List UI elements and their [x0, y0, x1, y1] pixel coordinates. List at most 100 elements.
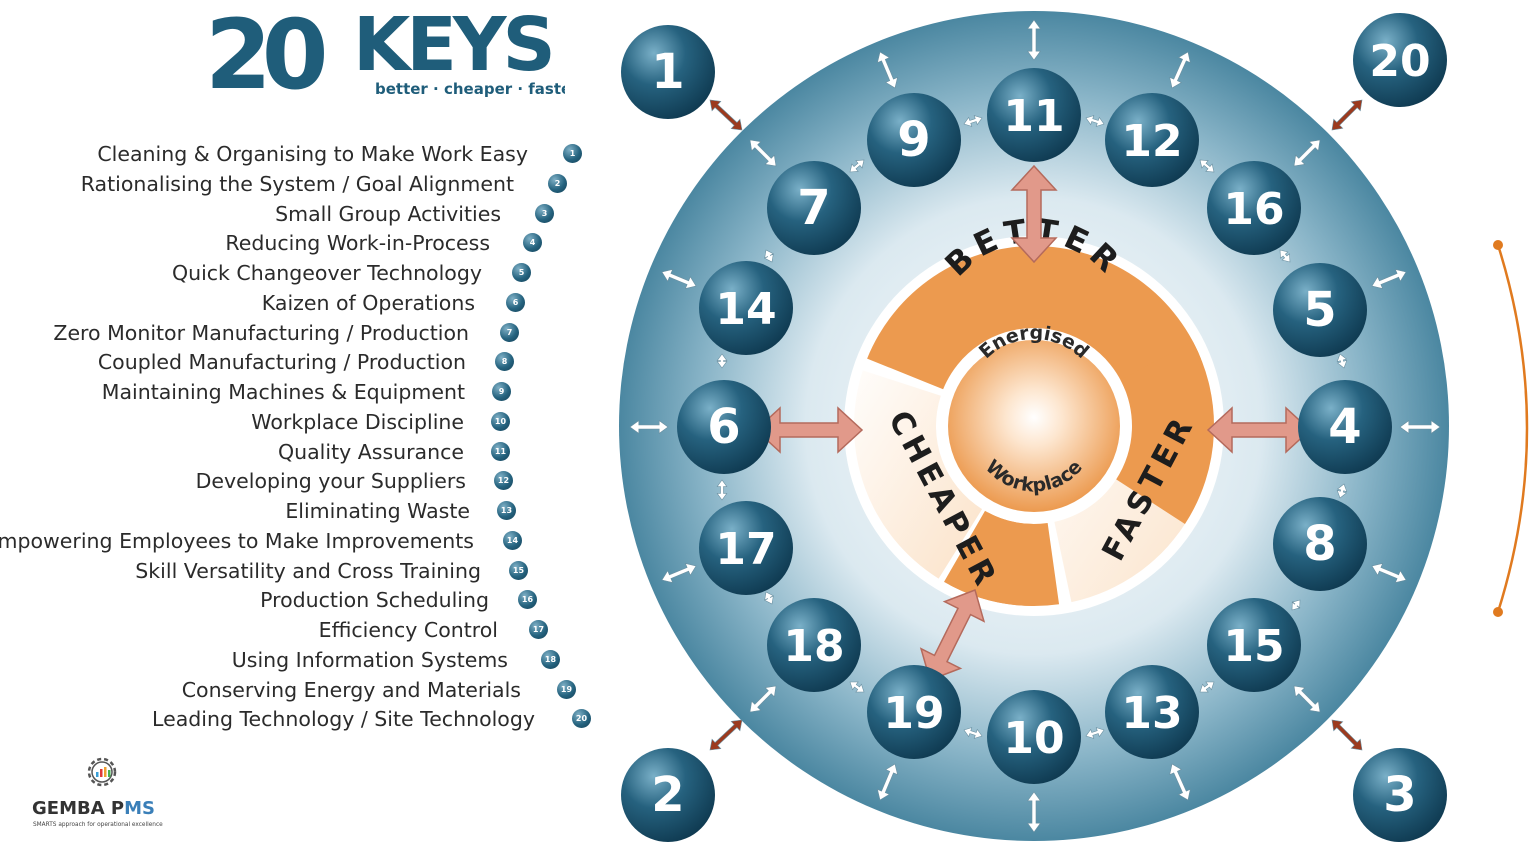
key-number-badge: 6 [506, 292, 525, 312]
key-ball-label: 11 [1003, 91, 1064, 142]
key-ball [1207, 161, 1301, 255]
key-list-label: Reducing Work-in-Process [225, 231, 490, 256]
segments [854, 246, 1214, 606]
ball-connector-arrow [849, 681, 865, 693]
key-number-badge: 4 [523, 233, 542, 253]
outer-double-arrow [1169, 51, 1191, 89]
key-ball [677, 380, 771, 474]
link-arrows [754, 164, 1312, 681]
bracket-dot-top [1493, 240, 1503, 250]
key-ball-label: 13 [1121, 688, 1182, 739]
ball-connector-arrow [1291, 599, 1301, 611]
outer-double-arrow [661, 269, 697, 289]
key-ball [767, 161, 861, 255]
ball-connector-arrow [764, 249, 774, 263]
key-list-label: Coupled Manufacturing / Production [97, 350, 466, 375]
key-number-badge: 2 [548, 173, 567, 193]
key-list-item: Reducing Work-in-Process [0, 229, 490, 257]
key-list-item: Leading Technology / Site Technology [0, 705, 535, 733]
brand-name-part2: MS [124, 798, 155, 819]
key-ball [1207, 598, 1301, 692]
segment-faster-orange-top [1116, 341, 1214, 525]
ball-connector-arrow [963, 115, 983, 127]
logo-number: 20 [205, 0, 325, 100]
key-number-badge: 19 [557, 679, 576, 699]
key-ball [767, 598, 861, 692]
key-number-badge: 9 [492, 382, 511, 401]
outer-double-arrow [629, 420, 669, 434]
logo-word: KEYS [353, 2, 552, 88]
key-ball-label: 4 [1328, 399, 1361, 455]
ball-connector-arrow [1085, 727, 1105, 739]
key-number-badge: 12 [494, 471, 513, 491]
key-list-item: Quality Assurance [0, 438, 464, 466]
gemba-brand-logo: GEMBA PMS SMARTS approach for operationa… [32, 757, 163, 828]
ball-connector-arrow [1199, 681, 1215, 693]
ball-connector-arrow [1279, 249, 1291, 263]
key-number-badge: 11 [491, 441, 510, 461]
key-number-badge: 18 [541, 649, 560, 669]
ball-connector-arrow [716, 479, 728, 501]
key-ball-label: 5 [1303, 282, 1336, 338]
key-list-item: Skill Versatility and Cross Training [0, 557, 481, 585]
key-list-label: Conserving Energy and Materials [181, 677, 521, 702]
key-ball-label: 19 [883, 688, 944, 739]
key-number-badge: 8 [495, 352, 514, 372]
key-list-item: Empowering Employees to Make Improvement… [0, 527, 474, 555]
key-number-badge: 5 [512, 263, 531, 282]
corner-double-arrow [709, 719, 743, 751]
ball-connector-arrow [1199, 159, 1215, 173]
brand-tagline: SMARTS approach for operational excellen… [33, 822, 163, 828]
outer-double-arrow [1293, 139, 1321, 167]
key-list-item: Rationalising the System / Goal Alignmen… [0, 170, 514, 198]
key-ball-label: 3 [1383, 767, 1416, 823]
brand-name-part1: GEMBA P [32, 798, 124, 819]
key-ball-label: 1 [651, 44, 684, 100]
link-arrow-bottom [919, 589, 986, 681]
key-number-badge: 7 [500, 322, 519, 342]
key-ball [987, 690, 1081, 784]
key-ball-label: 9 [897, 112, 930, 168]
outer-double-arrow [1293, 685, 1321, 713]
outer-double-arrow [877, 763, 898, 801]
key-ball [1273, 497, 1367, 591]
outer-double-arrow [1371, 563, 1407, 583]
key-list-label: Using Information Systems [231, 647, 508, 672]
key-list-item: Efficiency Control [0, 616, 498, 644]
segment-cheaper-cream [854, 370, 983, 579]
key-list-item: Zero Monitor Manufacturing / Production [0, 319, 469, 347]
key-ball-label: 16 [1223, 184, 1284, 235]
link-arrow-better [1010, 164, 1058, 264]
center-circle [948, 340, 1120, 512]
outer-double-arrow [749, 139, 777, 167]
key-list-label: Developing your Suppliers [195, 469, 466, 494]
key-number-badge: 14 [503, 530, 522, 550]
corner-double-arrow [709, 99, 743, 131]
key-list-label: Zero Monitor Manufacturing / Production [53, 320, 469, 345]
key-ball-label: 6 [707, 399, 740, 455]
key-list-label: Leading Technology / Site Technology [152, 707, 535, 732]
outer-double-arrow [1027, 19, 1041, 61]
key-list-item: Coupled Manufacturing / Production [0, 348, 466, 376]
key-list-item: Production Scheduling [0, 586, 489, 614]
key-list-item: Small Group Activities [0, 200, 501, 228]
connector-arrows [629, 19, 1441, 833]
ball-connector-arrow [1336, 353, 1348, 369]
key-list-label: Efficiency Control [318, 618, 498, 642]
key-ball-label: 17 [715, 524, 776, 575]
corner-key-ball [621, 748, 715, 842]
key-number-badge: 15 [509, 560, 528, 580]
ball-connector-arrow [1085, 115, 1105, 127]
segment-cheaper-orange [944, 510, 1034, 606]
key-ball [867, 665, 961, 759]
ball-connector-arrow [1336, 483, 1348, 499]
key-number-badge: 13 [497, 501, 516, 520]
key-ball-label: 18 [783, 621, 844, 672]
key-list-label: Maintaining Machines & Equipment [101, 380, 465, 404]
outer-double-arrow [1371, 269, 1407, 289]
key-list-item: Cleaning & Organising to Make Work Easy [0, 140, 528, 168]
key-list-label: Quality Assurance [277, 439, 464, 464]
key-ball [867, 93, 961, 187]
